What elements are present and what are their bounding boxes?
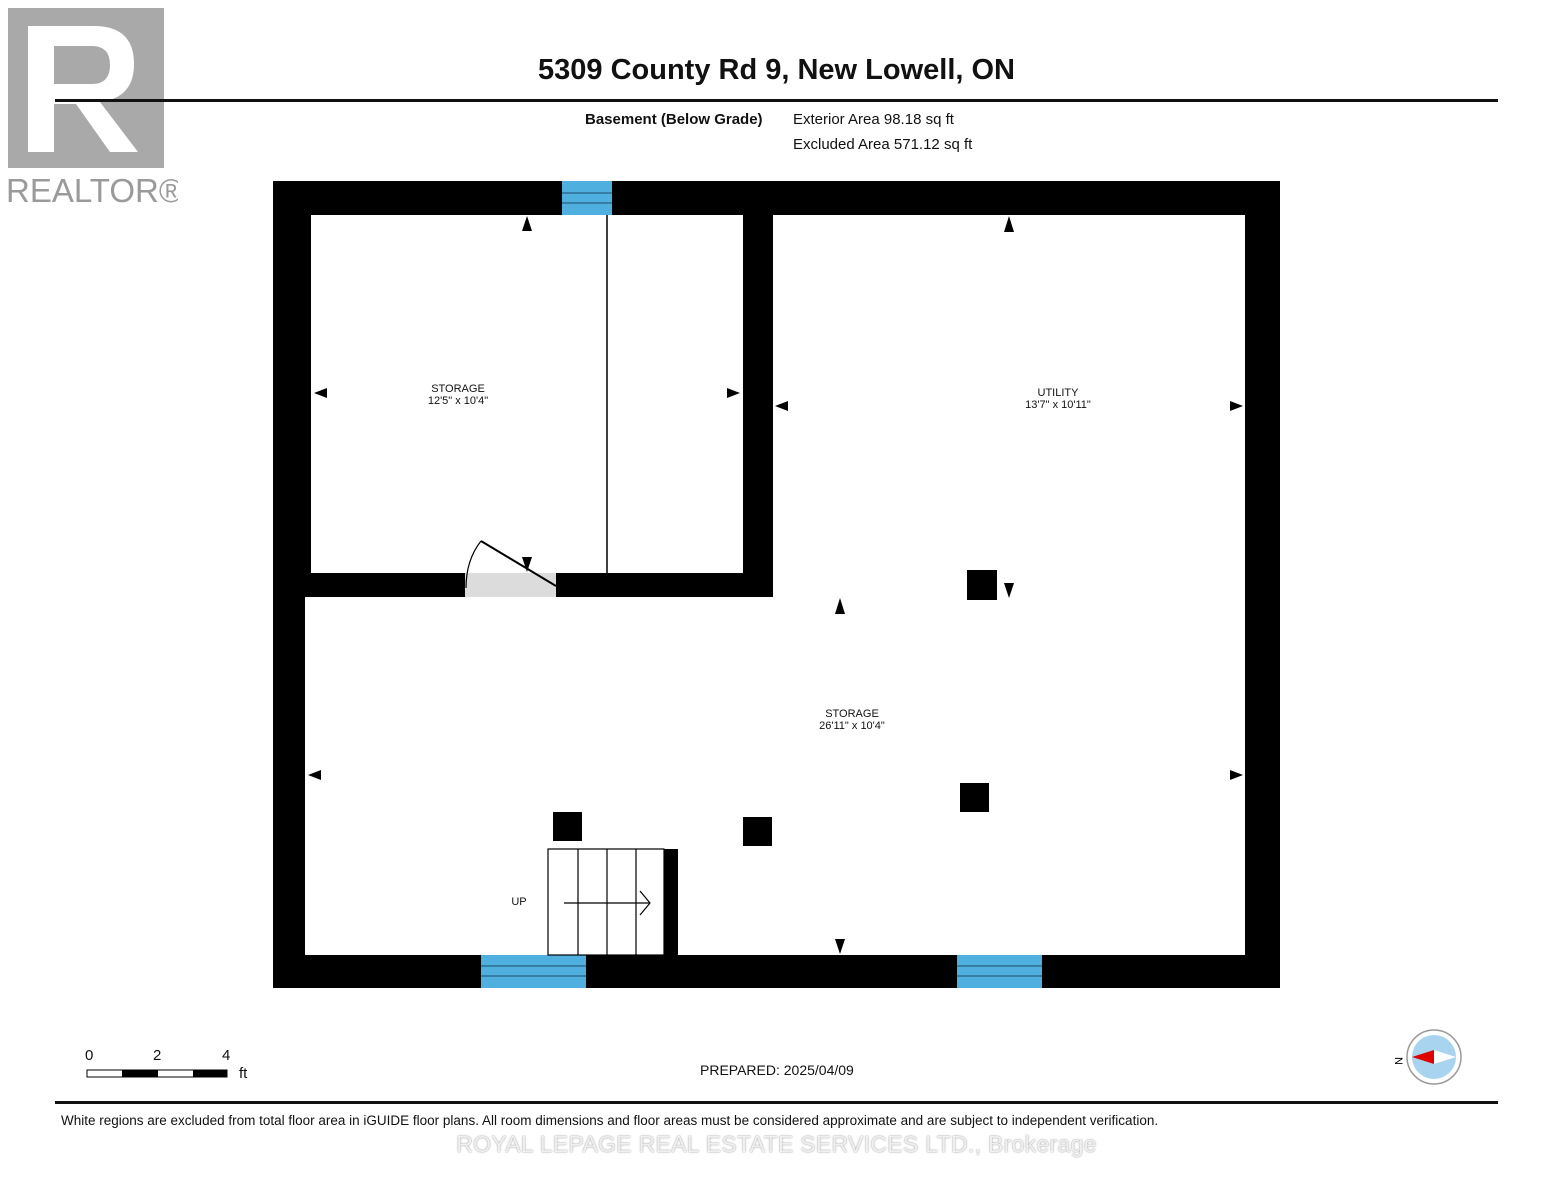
room-dims: 12'5" x 10'4" xyxy=(427,395,489,407)
scale-tick-2: 2 xyxy=(153,1047,162,1064)
room-label-utility: UTILITY 13'7" x 10'11" xyxy=(998,387,1118,411)
door-swing xyxy=(465,540,557,597)
realtor-logo: REALTOR® xyxy=(6,8,178,209)
columns xyxy=(553,570,997,846)
excluded-area: Excluded Area 571.12 sq ft xyxy=(793,136,973,153)
disclaimer-text: White regions are excluded from total fl… xyxy=(61,1113,1159,1128)
compass-icon: N xyxy=(1392,1029,1462,1085)
footer-divider xyxy=(55,1101,1498,1104)
window-bottom-right xyxy=(957,955,1042,988)
page-title: 5309 County Rd 9, New Lowell, ON xyxy=(538,54,1015,86)
scale-tick-0: 0 xyxy=(85,1047,94,1064)
room-label-storage-1: STORAGE 12'5" x 10'4" xyxy=(398,383,518,407)
dimension-arrows xyxy=(308,216,1243,954)
prepared-date: PREPARED: 2025/04/09 xyxy=(700,1062,854,1078)
room-name: STORAGE xyxy=(825,708,879,720)
room-name: UTILITY xyxy=(1037,387,1079,399)
room-name: STORAGE xyxy=(431,383,485,395)
window-top xyxy=(562,181,612,215)
header-divider xyxy=(55,99,1498,102)
brokerage-watermark: ROYAL LEPAGE REAL ESTATE SERVICES LTD., … xyxy=(456,1131,1097,1157)
compass-north-label: N xyxy=(1392,1057,1404,1065)
walls xyxy=(273,181,1280,988)
room-label-storage-2: STORAGE 26'11" x 10'4" xyxy=(792,708,912,732)
exterior-area: Exterior Area 98.18 sq ft xyxy=(793,111,954,128)
scale-tick-4: 4 xyxy=(222,1047,231,1064)
window-bottom-left xyxy=(481,955,586,988)
room-dims: 13'7" x 10'11" xyxy=(1025,399,1091,411)
floor-name: Basement (Below Grade) xyxy=(585,111,763,128)
stairs-up-label: UP xyxy=(511,896,527,908)
scale-bar xyxy=(86,1069,228,1078)
scale-unit: ft xyxy=(239,1065,248,1082)
room-dims: 26'11" x 10'4" xyxy=(819,720,885,732)
stairs xyxy=(547,848,665,956)
realtor-logo-text: REALTOR® xyxy=(6,172,178,209)
